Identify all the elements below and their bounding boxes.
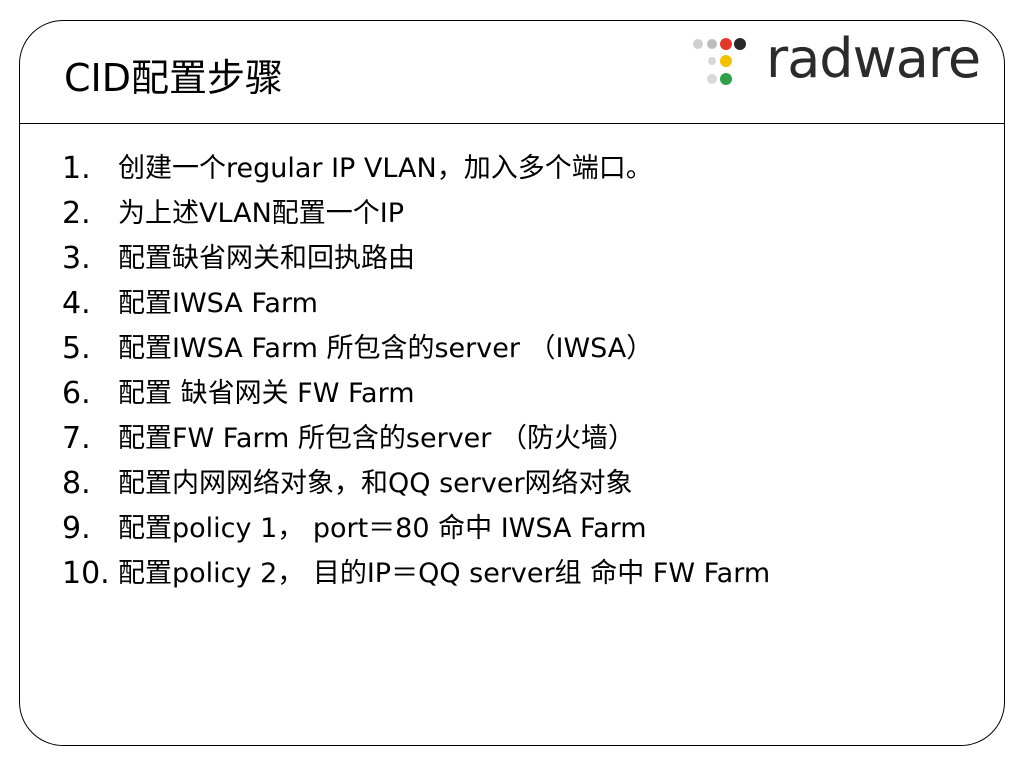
logo-dot	[720, 73, 732, 85]
logo-dot	[707, 74, 717, 84]
step-number: 2.	[62, 196, 91, 231]
step-number: 7.	[62, 421, 91, 456]
list-item: 4. 配置IWSA Farm	[62, 281, 770, 326]
step-text: 配置policy 1， port＝80 命中 IWSA Farm	[118, 513, 647, 544]
logo-dot	[708, 57, 716, 65]
radware-logo: radware	[692, 27, 992, 90]
header-divider	[19, 123, 1005, 124]
logo-dot	[720, 38, 732, 50]
step-text: 配置FW Farm 所包含的server （防火墙）	[118, 423, 635, 454]
steps-list: 1. 创建一个regular IP VLAN，加入多个端口。 2. 为上述VLA…	[62, 146, 770, 596]
slide-frame	[19, 20, 1005, 746]
list-item: 5. 配置IWSA Farm 所包含的server （IWSA）	[62, 326, 770, 371]
slide-title: CID配置步骤	[64, 56, 284, 100]
list-item: 10. 配置policy 2， 目的IP＝QQ server组 命中 FW Fa…	[62, 551, 770, 596]
step-number: 3.	[62, 241, 91, 276]
logo-dot	[707, 39, 717, 49]
step-text: 配置 缺省网关 FW Farm	[118, 378, 415, 409]
list-item: 7. 配置FW Farm 所包含的server （防火墙）	[62, 416, 770, 461]
logo-dot	[720, 55, 732, 67]
step-text: 配置IWSA Farm	[118, 288, 318, 319]
list-item: 3. 配置缺省网关和回执路由	[62, 236, 770, 281]
step-text: 为上述VLAN配置一个IP	[118, 198, 405, 229]
list-item: 2. 为上述VLAN配置一个IP	[62, 191, 770, 236]
step-number: 1.	[62, 151, 91, 186]
logo-wordmark: radware	[766, 27, 981, 90]
logo-dot	[693, 39, 703, 49]
step-text: 创建一个regular IP VLAN，加入多个端口。	[118, 153, 653, 184]
step-text: 配置缺省网关和回执路由	[118, 243, 415, 274]
logo-dot	[734, 38, 746, 50]
step-number: 5.	[62, 331, 91, 366]
step-number: 10.	[62, 556, 110, 591]
step-number: 8.	[62, 466, 91, 501]
step-number: 6.	[62, 376, 91, 411]
step-number: 9.	[62, 511, 91, 546]
list-item: 9. 配置policy 1， port＝80 命中 IWSA Farm	[62, 506, 770, 551]
step-text: 配置内网网络对象，和QQ server网络对象	[118, 468, 633, 499]
step-number: 4.	[62, 286, 91, 321]
list-item: 8. 配置内网网络对象，和QQ server网络对象	[62, 461, 770, 506]
step-text: 配置IWSA Farm 所包含的server （IWSA）	[118, 333, 654, 364]
step-text: 配置policy 2， 目的IP＝QQ server组 命中 FW Farm	[118, 558, 771, 589]
list-item: 6. 配置 缺省网关 FW Farm	[62, 371, 770, 416]
logo-dots-icon	[693, 38, 746, 85]
list-item: 1. 创建一个regular IP VLAN，加入多个端口。	[62, 146, 770, 191]
